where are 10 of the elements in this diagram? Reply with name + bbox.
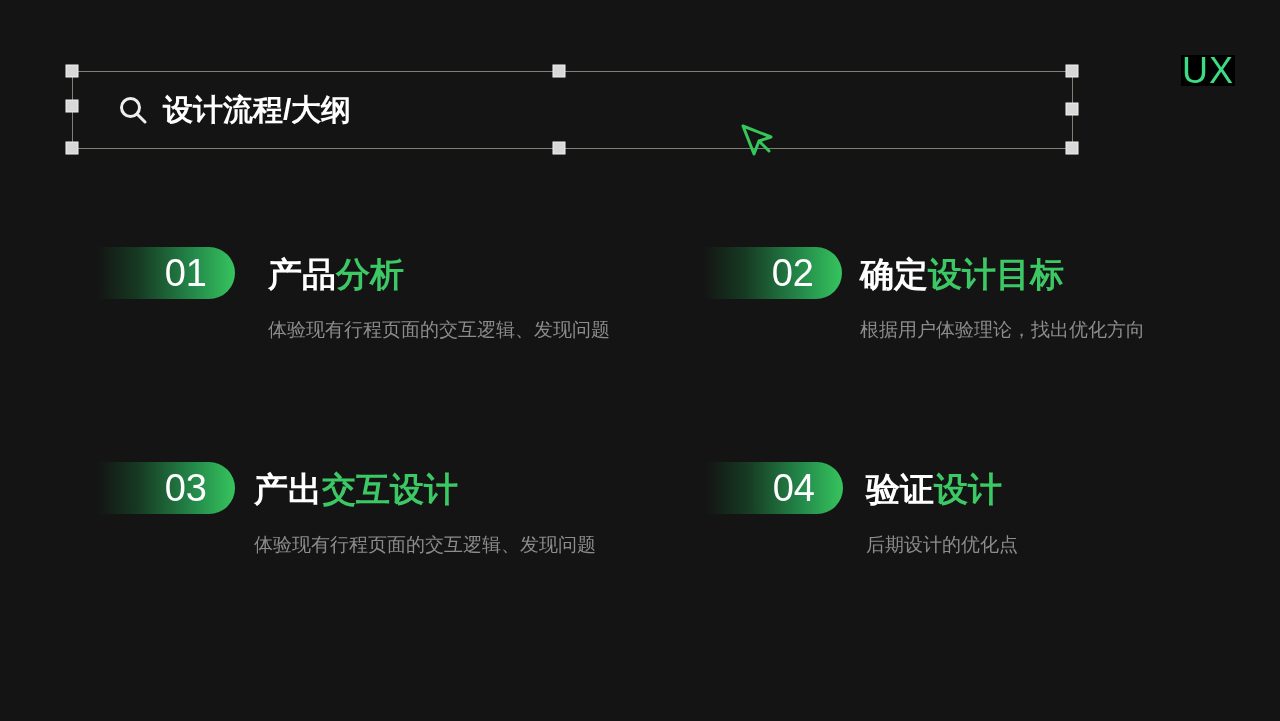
step-description: 体验现有行程页面的交互逻辑、发现问题	[268, 318, 610, 342]
step-heading: 产品分析	[268, 254, 404, 295]
step-description: 后期设计的优化点	[866, 533, 1018, 557]
step-heading: 产出交互设计	[254, 469, 458, 510]
number-pill: 04	[706, 462, 843, 514]
ux-badge: UX	[1181, 55, 1235, 86]
step-description: 根据用户体验理论，找出优化方向	[860, 318, 1145, 342]
step-heading: 确定设计目标	[860, 254, 1064, 295]
step-description: 体验现有行程页面的交互逻辑、发现问题	[254, 533, 596, 557]
step-heading: 验证设计	[866, 469, 1002, 510]
